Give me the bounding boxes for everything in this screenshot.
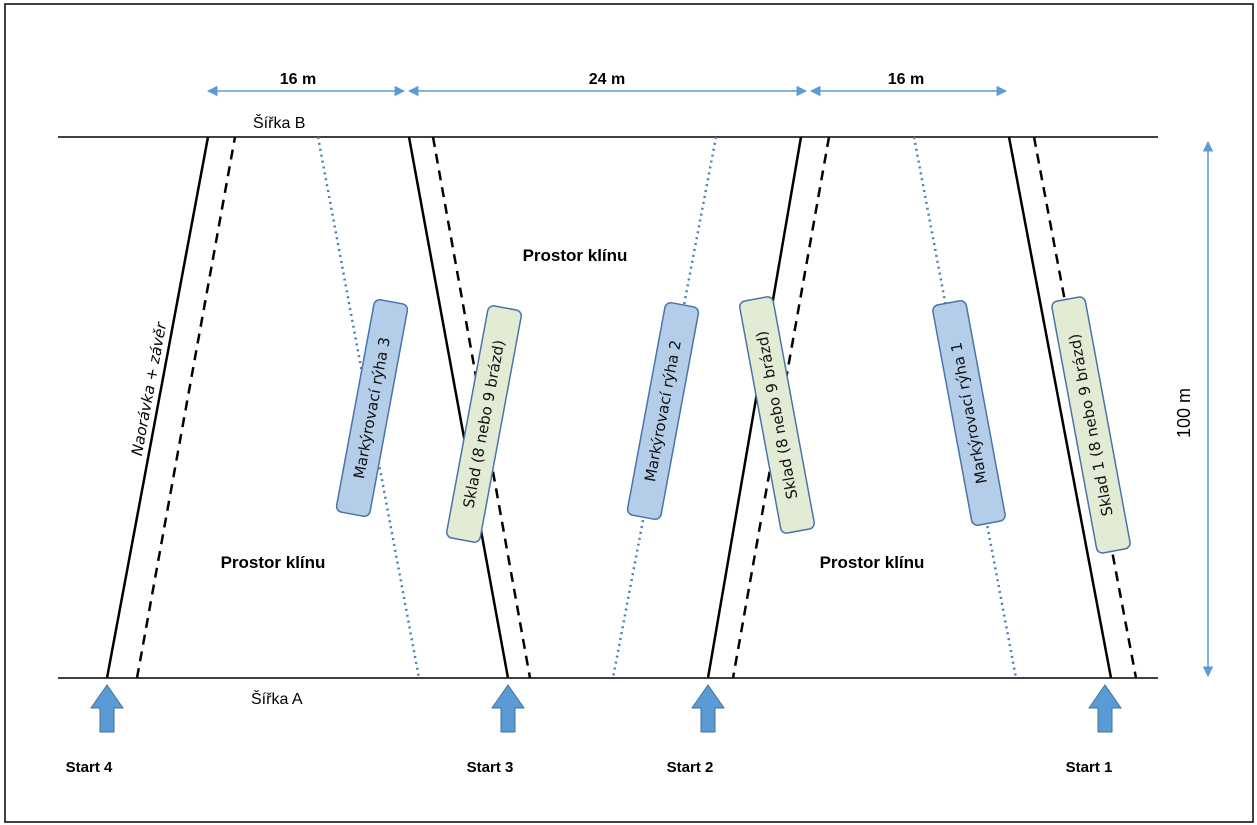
field-boundary-line-1 <box>105 136 210 679</box>
start-4-arrow-icon <box>90 684 124 733</box>
dotted-furrow-line-2 <box>611 136 718 679</box>
headland-label: Naorávka + závěr <box>128 320 170 457</box>
backfurrow-box-b: Sklad (8 nebo 9 brázd) <box>739 296 815 534</box>
outer-frame <box>4 3 1254 823</box>
start-3-label: Start 3 <box>467 759 514 776</box>
start-1-arrow-icon <box>1088 684 1122 733</box>
marker-furrow-1-box: Markýrovací rýha 1 <box>932 300 1006 526</box>
edge-label-bottom: Šířka A <box>251 689 303 708</box>
field-boundary-line-2 <box>407 136 510 679</box>
start-1-label: Start 1 <box>1066 759 1113 776</box>
dashed-line-1 <box>135 136 237 679</box>
start-4-label: Start 4 <box>66 759 113 776</box>
dimension-label-height: 100 m <box>1174 388 1194 438</box>
dotted-furrow-line-1 <box>912 136 1018 679</box>
field-boundary-line-3 <box>706 136 803 679</box>
wedge-area-label-top: Prostor klínu <box>523 246 628 265</box>
dimension-label-middle: 24 m <box>589 71 625 88</box>
start-2-label: Start 2 <box>667 759 714 776</box>
start-2-arrow-icon <box>691 684 725 733</box>
dimension-label-left: 16 m <box>280 71 316 88</box>
backfurrow-box-1: Sklad 1 (8 nebo 9 brázd) <box>1051 296 1131 554</box>
dotted-furrow-line-3 <box>316 136 421 679</box>
start-3-arrow-icon <box>491 684 525 733</box>
marker-furrow-3-box: Markýrovací rýha 3 <box>335 298 409 518</box>
edge-label-top: Šířka B <box>253 113 305 132</box>
field-boundary-line-4 <box>1007 136 1113 679</box>
wedge-area-label-left: Prostor klínu <box>221 553 326 572</box>
marker-furrow-2-box: Markýrovací rýha 2 <box>626 301 700 521</box>
backfurrow-box-a: Sklad (8 nebo 9 brázd) <box>446 305 522 543</box>
wedge-area-label-right: Prostor klínu <box>820 553 925 572</box>
dimension-label-right: 16 m <box>888 71 924 88</box>
